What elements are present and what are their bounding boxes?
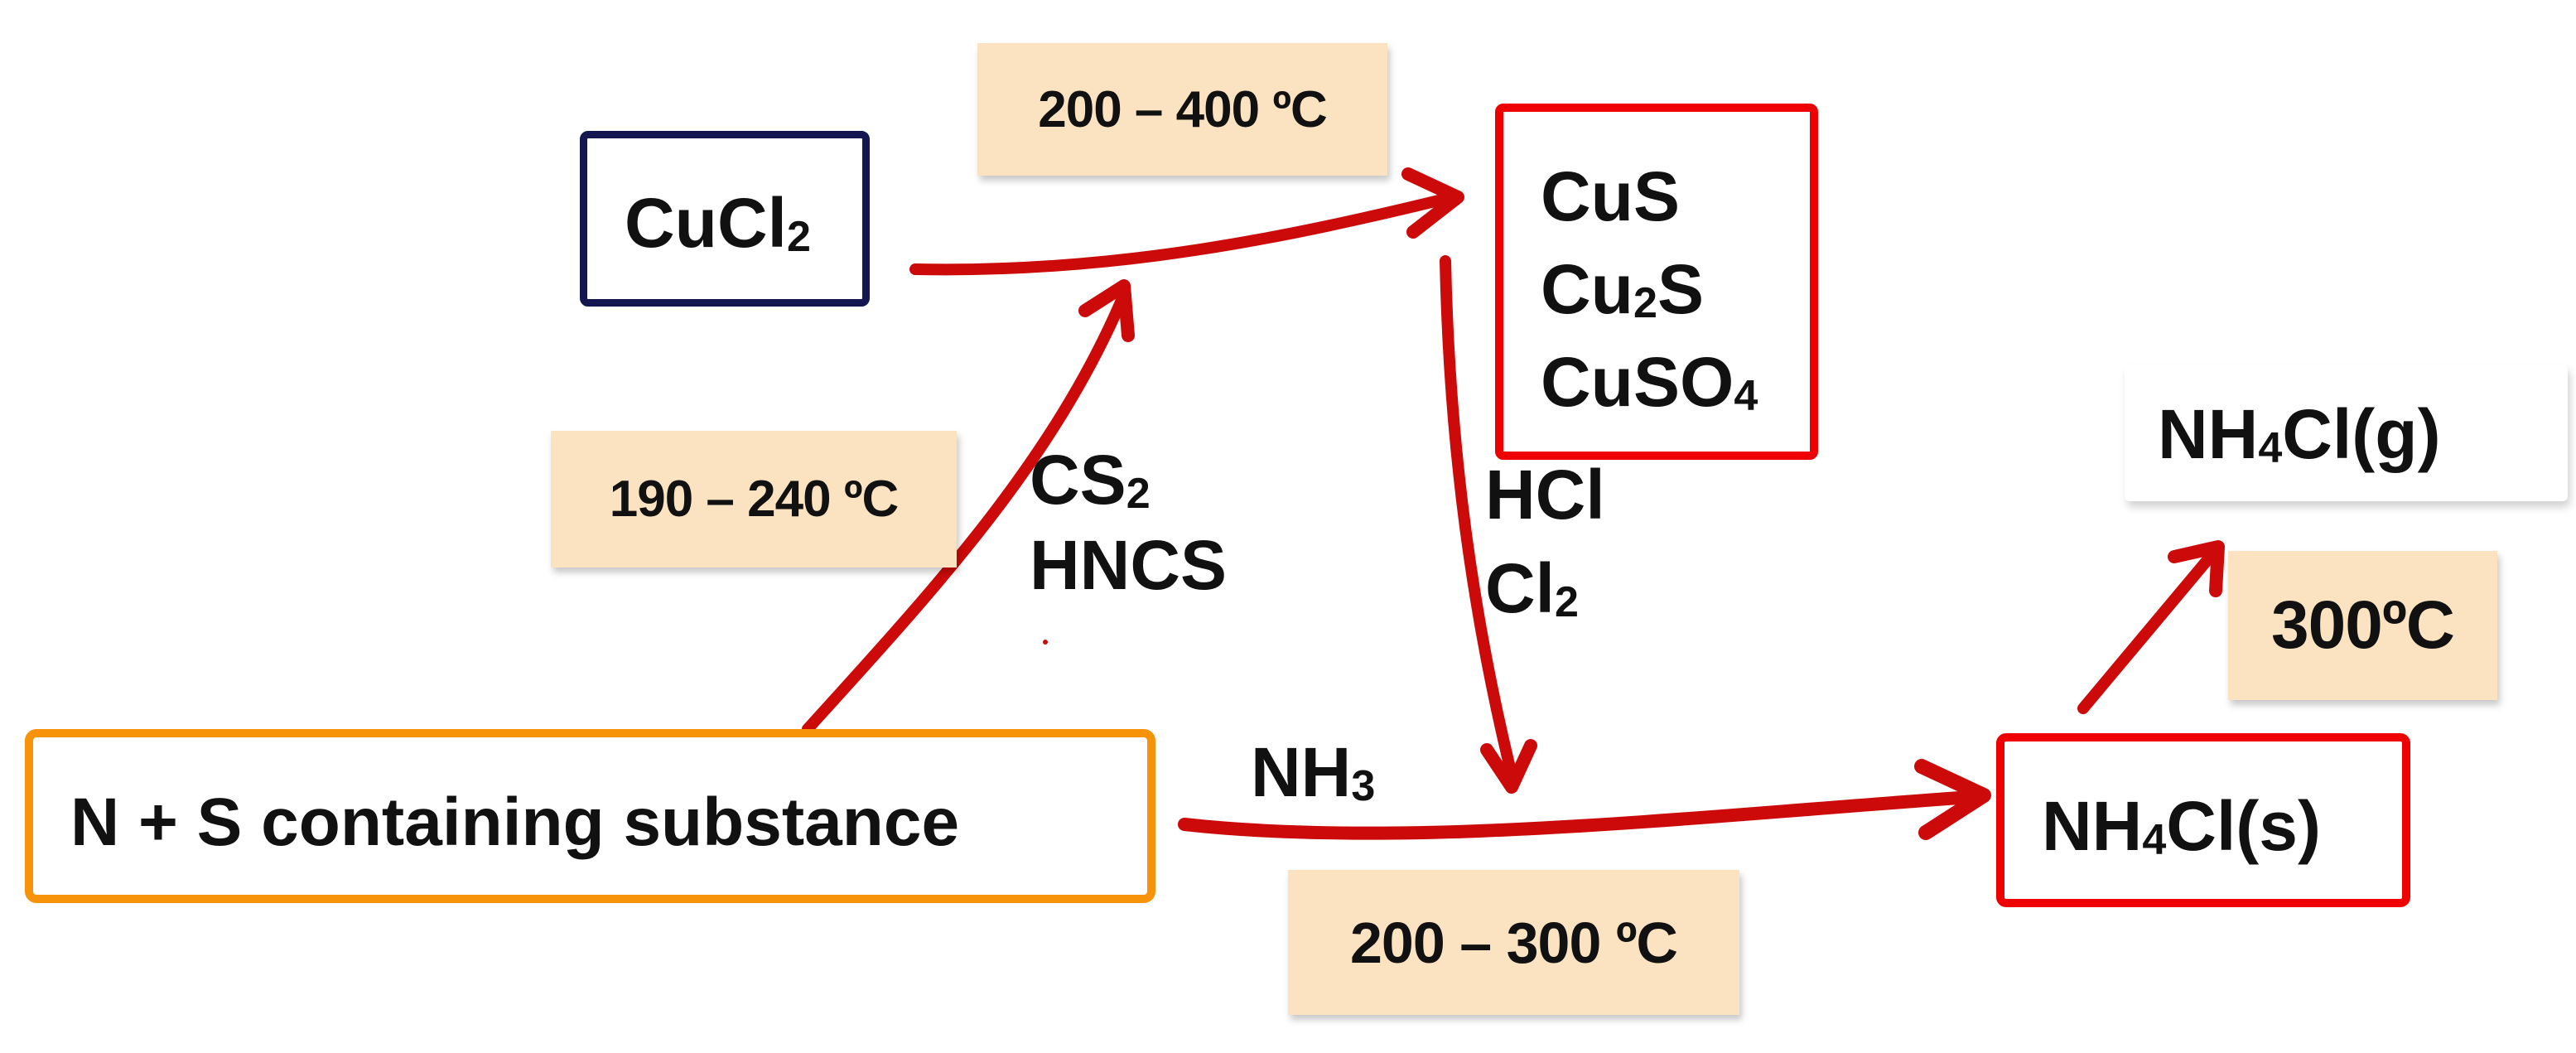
condition-right: 300ºC	[2228, 551, 2497, 700]
arrowhead-products-top	[1401, 167, 1464, 239]
products-node: CuS Cu2S CuSO4	[1495, 104, 1818, 460]
reagent-nh3-main: NH	[1251, 733, 1352, 811]
nh4cl-gas-sub: 4	[2258, 424, 2283, 473]
cucl2-sub: 2	[786, 213, 811, 262]
nh4cl-gas-label: NH4Cl(g)	[2158, 399, 2441, 473]
reagent-cs2-sub: 2	[1126, 470, 1151, 519]
reagent-hcl: HCl	[1485, 456, 1605, 534]
condition-top: 200 – 400 ºC	[977, 43, 1387, 176]
arrow-solid-to-gas	[2077, 549, 2217, 714]
reagent-nh3: NH3	[1251, 737, 1376, 811]
arrow-substance-to-cs2	[802, 292, 1128, 735]
reagent-nh3-sub: 3	[1351, 762, 1376, 811]
product-cuso4-main: CuSO	[1541, 343, 1734, 421]
product-cus: CuS	[1541, 162, 1680, 231]
arrow-products-down	[1440, 255, 1517, 780]
reagent-cl2-main: Cl	[1485, 549, 1555, 627]
cucl2-main: CuCl	[625, 184, 787, 262]
condition-left: 190 – 240 ºC	[551, 431, 957, 568]
nh4cl-solid-label: NH4Cl(s)	[2042, 791, 2321, 865]
nh4cl-solid-sub: 4	[2142, 816, 2167, 865]
stray-dot	[1043, 640, 1048, 645]
product-cu2s-tail: S	[1657, 250, 1704, 328]
nh4cl-gas-main: NH	[2158, 395, 2259, 473]
cucl2-node: CuCl2	[580, 131, 870, 307]
arrowhead-down	[1480, 739, 1537, 794]
substance-node: N + S containing substance	[25, 729, 1155, 903]
nh4cl-solid-main: NH	[2042, 787, 2143, 865]
product-cuso4: CuSO4	[1541, 347, 1758, 421]
substance-label: N + S containing substance	[70, 785, 960, 860]
reagent-cl2: Cl2	[1485, 553, 1579, 627]
condition-bottom: 200 – 300 ºC	[1288, 870, 1739, 1015]
arrow-substance-to-nh4cl	[1178, 790, 1978, 840]
nh4cl-gas-tail: Cl(g)	[2282, 395, 2441, 473]
product-cu2s-main: Cu	[1541, 250, 1633, 328]
arrowhead-gas	[2168, 540, 2225, 597]
reagent-hncs: HNCS	[1030, 526, 1228, 604]
reagent-cs2: CS2	[1030, 445, 1151, 515]
product-cus-main: CuS	[1541, 157, 1680, 235]
nh4cl-gas-node: NH4Cl(g)	[2125, 365, 2568, 501]
cucl2-label: CuCl2	[625, 188, 811, 258]
reagent-cl2-sub: 2	[1555, 578, 1579, 627]
reagent-cs2-main: CS	[1030, 441, 1126, 519]
product-cuso4-sub: 4	[1734, 372, 1758, 421]
arrowhead-cs2	[1078, 279, 1135, 342]
product-cu2s-sub: 2	[1633, 279, 1657, 328]
nh4cl-solid-node: NH4Cl(s)	[1996, 733, 2410, 907]
arrowhead-nh4cl-s	[1914, 759, 1991, 840]
product-cu2s: Cu2S	[1541, 254, 1704, 328]
nh4cl-solid-tail: Cl(s)	[2166, 787, 2321, 865]
arrow-cucl2-to-products	[909, 193, 1451, 276]
